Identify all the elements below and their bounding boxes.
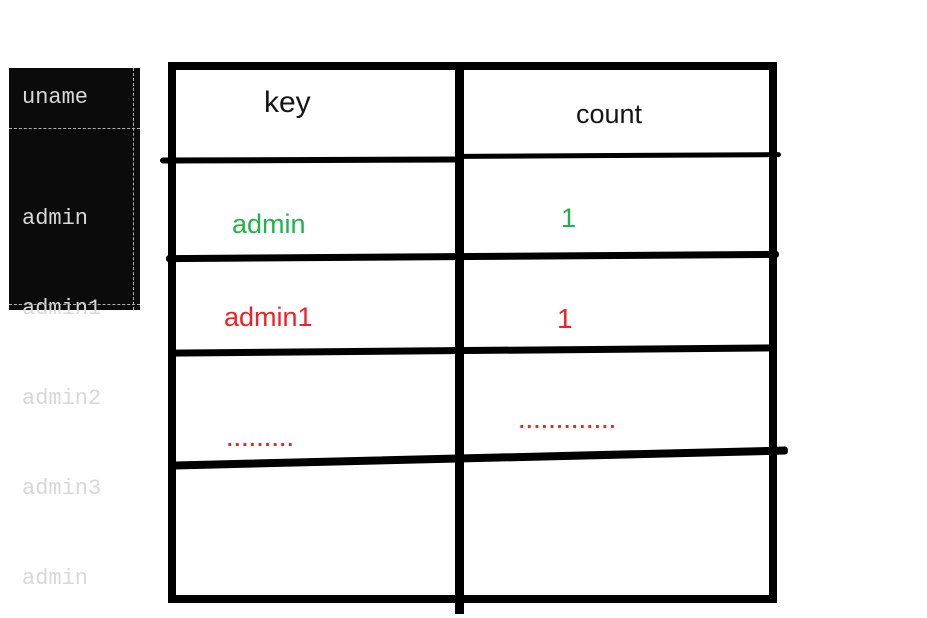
terminal-column-header: uname xyxy=(22,85,89,110)
cell-key-admin: admin xyxy=(232,209,306,239)
header-separator-left xyxy=(159,156,461,164)
cell-count-admin1: 1 xyxy=(557,303,573,334)
row-separator-2 xyxy=(167,344,778,357)
row-separator-1 xyxy=(165,250,780,263)
cell-key-ellipsis: ......... xyxy=(227,429,296,451)
terminal-column-divider xyxy=(133,68,134,310)
table-column-divider xyxy=(455,62,464,614)
terminal-separator-top xyxy=(9,128,140,129)
cell-count-admin: 1 xyxy=(561,203,577,233)
terminal-row: admin1 xyxy=(22,296,102,321)
column-header-count: count xyxy=(576,99,643,129)
terminal-row: admin3 xyxy=(22,476,102,501)
terminal-separator-bottom xyxy=(9,304,140,305)
header-separator-right xyxy=(459,152,782,159)
key-count-table: key count admin 1 admin1 1 ......... ...… xyxy=(159,62,789,614)
terminal-output: uname admin admin1 admin2 admin3 admin xyxy=(9,68,140,591)
terminal-row: admin xyxy=(22,566,89,591)
column-header-key: key xyxy=(264,86,311,119)
terminal-row-list: admin admin1 admin2 admin3 admin xyxy=(22,144,101,618)
cell-count-ellipsis: ............. xyxy=(519,411,618,433)
terminal-row: admin2 xyxy=(22,386,102,411)
cell-key-admin1: admin1 xyxy=(224,302,313,332)
terminal-row: admin xyxy=(22,206,89,231)
